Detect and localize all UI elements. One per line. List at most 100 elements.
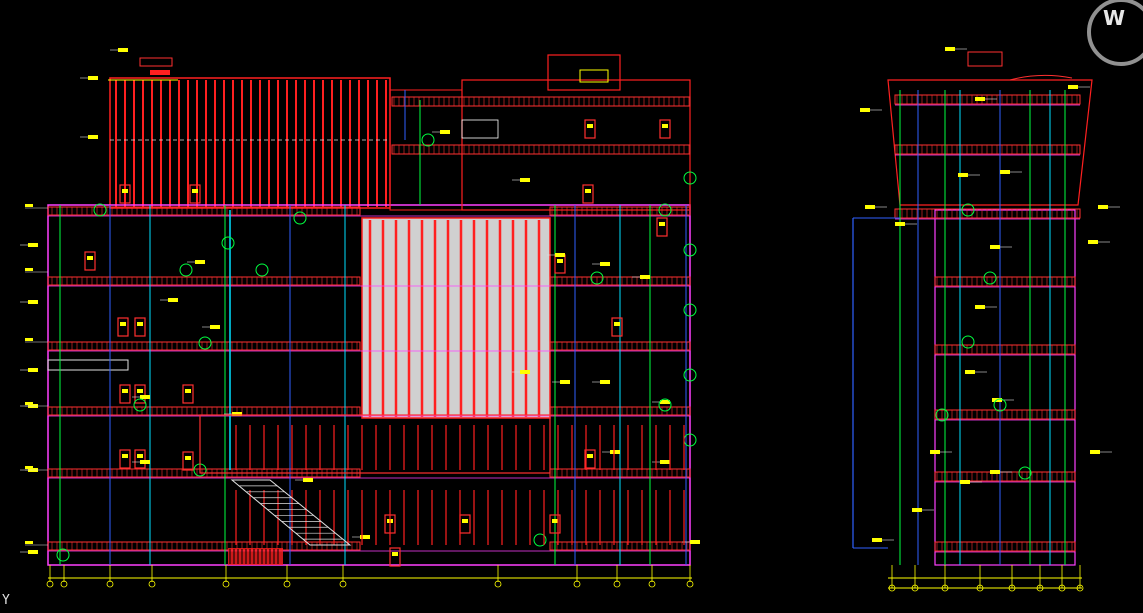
tag-marker (28, 243, 38, 247)
service-risers (59, 90, 687, 565)
slab (894, 144, 1081, 155)
slab (894, 94, 1081, 105)
door-icon (117, 317, 129, 337)
upper-stair-tower (108, 57, 391, 209)
tag-marker (600, 262, 610, 266)
building-section-left[interactable] (20, 48, 700, 588)
axis-bubble (686, 580, 694, 588)
ground-floor-storefront (199, 414, 685, 565)
axis-bubble (494, 580, 502, 588)
door-label-icon (662, 124, 668, 128)
callout-circle-icon (983, 271, 997, 285)
atrium-glazing (361, 217, 551, 419)
callout-circle-icon (935, 408, 949, 422)
slab (47, 206, 361, 216)
axis-bubble (613, 580, 621, 588)
callout-circle-icon (56, 548, 70, 562)
door-label-icon (137, 322, 143, 326)
callout-circle-icon (658, 398, 672, 412)
tag-marker (440, 130, 450, 134)
tag-marker (28, 300, 38, 304)
tag-marker (965, 370, 975, 374)
door-icon (134, 384, 146, 404)
grid-axis-markers (888, 565, 1084, 592)
escalator (230, 479, 352, 546)
door-icon (189, 184, 201, 204)
tag-marker (88, 76, 98, 80)
tag-marker (195, 260, 205, 264)
axis-bubble (106, 580, 114, 588)
mechanical-strip (47, 359, 129, 371)
building-outline (47, 204, 691, 566)
viewcube-compass[interactable]: W (1087, 0, 1143, 66)
tag-marker (990, 245, 1000, 249)
tag-marker (28, 368, 38, 372)
callout-circle-icon (179, 263, 193, 277)
door-icon (134, 317, 146, 337)
door-label-icon (185, 456, 191, 460)
callout-circle-icon (683, 171, 697, 185)
axis-bubble (648, 580, 656, 588)
slab (47, 276, 361, 286)
callout-circle-icon (961, 203, 975, 217)
tag-marker (1000, 170, 1010, 174)
tag-marker (610, 450, 620, 454)
door-icon (584, 449, 596, 469)
tag-marker (168, 298, 178, 302)
callout-circle-icon (993, 398, 1007, 412)
door-label-icon (192, 189, 198, 193)
tag-marker (232, 412, 242, 416)
door-label-icon (392, 552, 398, 556)
level-markers (25, 204, 48, 546)
door-label-icon (587, 124, 593, 128)
slab (391, 96, 691, 107)
axis-bubble (46, 580, 54, 588)
tag-marker (303, 478, 313, 482)
callout-circle-icon (683, 368, 697, 382)
tag-marker (140, 460, 150, 464)
tag-marker (1098, 205, 1108, 209)
axis-bubble (941, 584, 949, 592)
door-icon (182, 384, 194, 404)
tag-marker (210, 325, 220, 329)
tag-marker (960, 480, 970, 484)
ucs-icon: Y (2, 593, 10, 608)
tag-marker (690, 540, 700, 544)
callout-circle-icon (683, 303, 697, 317)
callout-circle-icon (658, 203, 672, 217)
axis-bubble (283, 580, 291, 588)
door-label-icon (659, 222, 665, 226)
tag-marker (945, 47, 955, 51)
slab (47, 541, 361, 551)
floor-slabs (894, 94, 1081, 553)
door-icon (584, 119, 596, 139)
door-label-icon (122, 454, 128, 458)
door-icon (84, 251, 96, 271)
slab (47, 341, 361, 351)
level-tag (25, 402, 33, 405)
service-risers (899, 90, 1066, 565)
door-icon (549, 514, 561, 534)
slab (934, 409, 1076, 420)
building-section-right[interactable] (852, 47, 1120, 592)
axis-bubble (222, 580, 230, 588)
axis-bubble (1008, 584, 1016, 592)
door-label-icon (587, 454, 593, 458)
door-icon (119, 184, 131, 204)
door-icon (182, 451, 194, 471)
axis-bubble (911, 584, 919, 592)
tag-marker (28, 550, 38, 554)
tower-outline (934, 209, 1076, 566)
door-icon (659, 119, 671, 139)
callout-circle-icon (133, 398, 147, 412)
door-label-icon (122, 189, 128, 193)
storefront-frame (199, 414, 551, 474)
door-label-icon (557, 259, 563, 263)
tag-marker (1090, 450, 1100, 454)
slab (391, 144, 691, 155)
door-icon (134, 449, 146, 469)
door-label-icon (137, 454, 143, 458)
tag-marker (930, 450, 940, 454)
axis-bubble (339, 580, 347, 588)
